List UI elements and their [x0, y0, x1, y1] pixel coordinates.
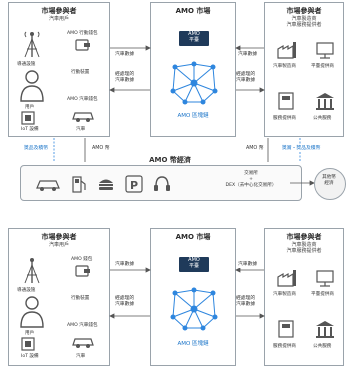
car-icon: [72, 338, 94, 348]
bottom-right-item-platform: 平臺提供商: [311, 292, 334, 297]
factory-icon: [277, 42, 296, 59]
exchange-label: 交易所 + DEX（去中心化交易所）: [225, 171, 277, 188]
headphones-icon: [154, 176, 170, 191]
service-provider-icon: [278, 92, 294, 110]
bottom-amo-platform-pill: AMO 平臺: [179, 257, 209, 272]
svg-text:P: P: [130, 179, 138, 192]
bottom-left-title: 市場參與者: [41, 233, 77, 241]
top-flow-processed-left: 經處理的 汽車數據: [115, 72, 135, 84]
bottom-right-item-maker: 汽車製造商: [273, 292, 296, 297]
bottom-left-item-mobile: 行動裝置: [71, 296, 90, 301]
parking-icon: P: [125, 175, 143, 193]
right-amo-coin-link: AMO 幣: [246, 146, 264, 152]
top-right-item-maker: 汽車製造商: [273, 64, 296, 69]
bottom-flow-processed-left: 經處理的 汽車數據: [115, 296, 135, 308]
bottom-right-subtitle: 汽車製造商 汽車服務提供者: [286, 242, 322, 254]
top-left-item-mobile: 行動裝置: [71, 70, 90, 75]
bottom-center-title: AMO 市場: [175, 233, 211, 241]
top-left-item-car-wallet: AMO 汽車錢包: [67, 97, 98, 102]
bottom-amo-blockchain-label: AMO 區塊鏈: [177, 341, 209, 347]
burger-icon: [99, 179, 113, 190]
bottom-left-item-wallet: AMO 錢包: [71, 257, 93, 262]
top-flow-car-data-right: 汽車數據: [238, 52, 258, 58]
bottom-flow-car-data-left: 汽車數據: [115, 262, 135, 268]
left-amo-coin-link: AMO 幣: [92, 146, 110, 152]
bottom-left-item-car-wallet: AMO 汽車錢包: [67, 323, 98, 328]
top-right-item-platform: 平臺提供商: [311, 64, 334, 69]
bottom-left-item-infra: 導通設施: [17, 288, 36, 293]
user-icon: [20, 296, 44, 328]
blockchain-network-icon: [170, 61, 218, 105]
blockchain-network-icon: [170, 287, 218, 331]
bottom-center-market-box: AMO 市場 AMO 平臺 AMO 區塊鏈: [150, 228, 236, 366]
other-coin-economy-label: 其他幣 經濟: [322, 175, 336, 186]
top-left-item-car: 汽車: [76, 127, 86, 132]
bottom-left-item-user: 用戶: [25, 331, 35, 336]
top-left-item-infra: 導通設施: [17, 62, 36, 67]
iot-device-icon: [21, 337, 35, 351]
public-service-icon: [316, 93, 334, 110]
factory-icon: [277, 270, 296, 287]
bottom-right-item-service: 服務提供商: [273, 344, 296, 349]
bottom-left-participant-box: 市場參與者 汽車用戶 導通設施 AMO 錢包 行動裝置 用戶 AMO 汽車錢包 …: [8, 228, 110, 366]
other-coin-economy-circle: [314, 168, 346, 200]
top-right-title: 市場參與者: [286, 7, 322, 15]
bottom-flow-car-data-right: 汽車數據: [238, 262, 258, 268]
right-reward-link: 獎賞・獎品及積幣: [282, 146, 321, 152]
antenna-icon: [24, 258, 40, 284]
service-provider-icon: [278, 320, 294, 338]
top-right-subtitle: 汽車製造商 汽車服務提供者: [286, 16, 322, 28]
top-amo-platform-pill: AMO 平臺: [179, 31, 209, 46]
bottom-left-subtitle: 汽車用戶: [48, 242, 69, 248]
fuel-pump-icon: [72, 176, 86, 193]
bottom-right-participant-box: 市場參與者 汽車製造商 汽車服務提供者 汽車製造商 平臺提供商 服務提供商 公共…: [264, 228, 344, 366]
user-icon: [20, 70, 44, 102]
top-right-participant-box: 市場參與者 汽車製造商 汽車服務提供者 汽車製造商 平臺提供商 服務提供商 公共…: [264, 2, 344, 137]
bottom-right-title: 市場參與者: [286, 233, 322, 241]
platform-icon: [316, 270, 334, 287]
top-left-title: 市場參與者: [41, 7, 77, 15]
top-right-item-service: 服務提供商: [273, 116, 296, 121]
car-icon: [36, 180, 60, 191]
amo-coin-economy-title: AMO 幣經濟: [149, 156, 191, 164]
bottom-left-item-iot: IoT 設備: [21, 354, 39, 359]
left-reward-link: 獎品及積幣: [24, 146, 48, 152]
top-left-item-wallet: AMO 行動錢包: [67, 31, 98, 36]
antenna-icon: [24, 31, 40, 58]
amo-coin-economy-bar: P 交易所 + DEX（去中心化交易所）: [20, 165, 302, 201]
bottom-flow-processed-right: 經處理的 汽車數據: [236, 296, 256, 308]
top-amo-blockchain-label: AMO 區塊鏈: [177, 113, 209, 119]
public-service-icon: [316, 321, 334, 338]
car-icon: [72, 112, 94, 122]
bottom-right-item-public: 公共服務: [313, 344, 332, 349]
top-flow-processed-right: 經處理的 汽車數據: [236, 72, 256, 84]
top-right-item-public: 公共服務: [313, 116, 332, 121]
top-center-market-box: AMO 市場 AMO 平臺 AMO 區塊鏈: [150, 2, 236, 137]
wallet-icon: [75, 265, 90, 277]
wallet-icon: [75, 39, 90, 51]
top-left-participant-box: 市場參與者 汽車用戶 導通設施 AMO 行動錢包 行動裝置 用戶 AMO 汽車錢…: [8, 2, 110, 137]
top-center-title: AMO 市場: [175, 7, 211, 15]
platform-icon: [316, 42, 334, 59]
top-left-subtitle: 汽車用戶: [48, 16, 69, 22]
top-left-item-iot: IoT 設備: [21, 127, 39, 132]
top-left-item-user: 用戶: [25, 105, 35, 110]
iot-device-icon: [21, 111, 35, 125]
top-flow-car-data-left: 汽車數據: [115, 52, 135, 58]
bottom-left-item-car: 汽車: [76, 354, 86, 359]
